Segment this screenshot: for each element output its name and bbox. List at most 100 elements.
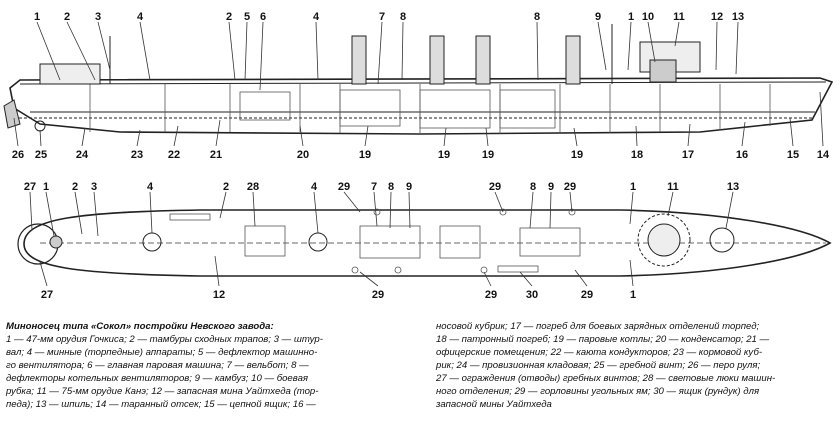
callout-side: 17	[682, 149, 694, 161]
propeller-side	[34, 120, 46, 132]
funnel-3	[475, 35, 491, 85]
legend-line: 1 — 47-мм орудия Гочкиса; 2 — тамбуры сх…	[6, 334, 323, 345]
callout-side: 18	[631, 149, 643, 161]
callout-side: 3	[95, 11, 101, 23]
callout-side: 4	[313, 11, 320, 23]
torpedo-tube-mid	[308, 232, 328, 252]
legend-line: запасной мины Уайтхеда	[436, 399, 552, 410]
callout-plan: 29	[338, 181, 350, 193]
legend-title: Миноносец типа «Сокол» постройки Невског…	[6, 321, 274, 332]
callout-plan: 2	[223, 181, 229, 193]
conning-tower	[649, 59, 677, 83]
callout-side: 12	[711, 11, 723, 23]
callout-side: 10	[642, 11, 654, 23]
callout-plan: 9	[548, 181, 554, 193]
gun-75mm	[647, 223, 681, 257]
legend-line: вал; 4 — минные (торпедные) аппараты; 5 …	[6, 347, 318, 358]
callout-side: 7	[379, 11, 385, 23]
callout-side: 19	[482, 149, 494, 161]
callout-plan: 12	[213, 289, 225, 301]
deck-plan	[17, 191, 832, 287]
funnels	[351, 35, 581, 85]
callout-plan: 1	[630, 289, 636, 301]
callout-side: 20	[297, 149, 309, 161]
legend-line: офицерские помещения; 22 — каюта кондукт…	[436, 347, 763, 358]
callout-plan: 1	[43, 181, 49, 193]
side-leaders	[13, 21, 824, 147]
legend-line: носовой кубрик; 17 — погреб для боевых з…	[436, 321, 760, 332]
callout-plan: 29	[489, 181, 501, 193]
funnel-2	[429, 35, 445, 85]
callout-plan: 2	[72, 181, 78, 193]
callout-side: 21	[210, 149, 222, 161]
legend-line: педа); 13 — шпиль; 14 — таранный отсек; …	[6, 399, 316, 410]
funnel-1	[351, 35, 367, 85]
plan-leaders	[29, 191, 734, 287]
callout-plan: 13	[727, 181, 739, 193]
legend-right: носовой кубрик; 17 — погреб для боевых з…	[436, 320, 836, 411]
callout-side: 5	[244, 11, 250, 23]
callout-plan: 4	[311, 181, 318, 193]
destroyer-diagram: 1 2 3 4 2 5 6 4 7 8 8 9 1 10 11 12 13 26…	[3, 11, 834, 301]
gun-75mm-arc	[637, 213, 691, 267]
callout-plan: 4	[147, 181, 154, 193]
legend-line: рубка; 11 — 75-мм орудие Канэ; 12 — запа…	[6, 386, 319, 397]
legend-line: 27 — ограждения (отводы) гребных винтов;…	[436, 373, 776, 384]
callout-side: 23	[131, 149, 143, 161]
rudder	[3, 99, 21, 129]
callout-side: 24	[76, 149, 89, 161]
legend-line: дефлекторы котельных вентиляторов; 9 — к…	[6, 373, 309, 384]
callout-plan: 28	[247, 181, 259, 193]
legend-left: Миноносец типа «Сокол» постройки Невског…	[6, 320, 424, 411]
gun-aft	[49, 235, 63, 249]
legend-line: ного отделения; 29 — горловины угольных …	[436, 386, 760, 397]
callout-plan: 1	[630, 181, 636, 193]
callout-plan: 7	[371, 181, 377, 193]
callouts: 1 2 3 4 2 5 6 4 7 8 8 9 1 10 11 12 13 26…	[12, 11, 830, 301]
callout-side: 19	[571, 149, 583, 161]
callout-side: 14	[817, 149, 830, 161]
callout-side: 16	[736, 149, 748, 161]
callout-plan: 11	[667, 181, 679, 193]
callout-plan: 29	[581, 289, 593, 301]
deckhouse-aft	[39, 63, 101, 85]
hull-side	[9, 77, 834, 135]
hull-plan	[23, 209, 832, 277]
callout-side: 19	[359, 149, 371, 161]
funnel-4	[565, 35, 581, 85]
callout-plan: 8	[388, 181, 394, 193]
callout-side: 2	[226, 11, 232, 23]
callout-plan: 29	[372, 289, 384, 301]
callout-plan: 3	[91, 181, 97, 193]
callout-side: 19	[438, 149, 450, 161]
compartments	[89, 84, 771, 134]
callout-side: 22	[168, 149, 180, 161]
torpedo-tube-aft	[142, 232, 162, 252]
callout-plan: 27	[41, 289, 53, 301]
callout-side: 8	[534, 11, 540, 23]
callout-plan: 27	[24, 181, 36, 193]
plan-details	[169, 208, 581, 274]
capstan	[709, 227, 735, 253]
callout-plan: 29	[485, 289, 497, 301]
callout-side: 1	[628, 11, 634, 23]
main-deck	[19, 81, 827, 85]
callout-plan: 9	[406, 181, 412, 193]
callout-side: 9	[595, 11, 601, 23]
legend-line: го вентилятора; 6 — главная паровая маши…	[6, 360, 309, 371]
callout-side: 2	[64, 11, 70, 23]
callout-side: 26	[12, 149, 24, 161]
callout-side: 13	[732, 11, 744, 23]
callout-side: 15	[787, 149, 799, 161]
callout-side: 11	[673, 11, 685, 23]
callout-side: 8	[400, 11, 406, 23]
side-elevation	[3, 21, 834, 147]
callout-side: 4	[137, 11, 144, 23]
callout-plan: 29	[564, 181, 576, 193]
callout-plan: 30	[526, 289, 538, 301]
legend-line: рик; 24 — провизионная кладовая; 25 — гр…	[436, 360, 761, 371]
callout-side: 1	[34, 11, 40, 23]
callout-plan: 8	[530, 181, 536, 193]
callout-side: 6	[260, 11, 266, 23]
callout-side: 25	[35, 149, 47, 161]
